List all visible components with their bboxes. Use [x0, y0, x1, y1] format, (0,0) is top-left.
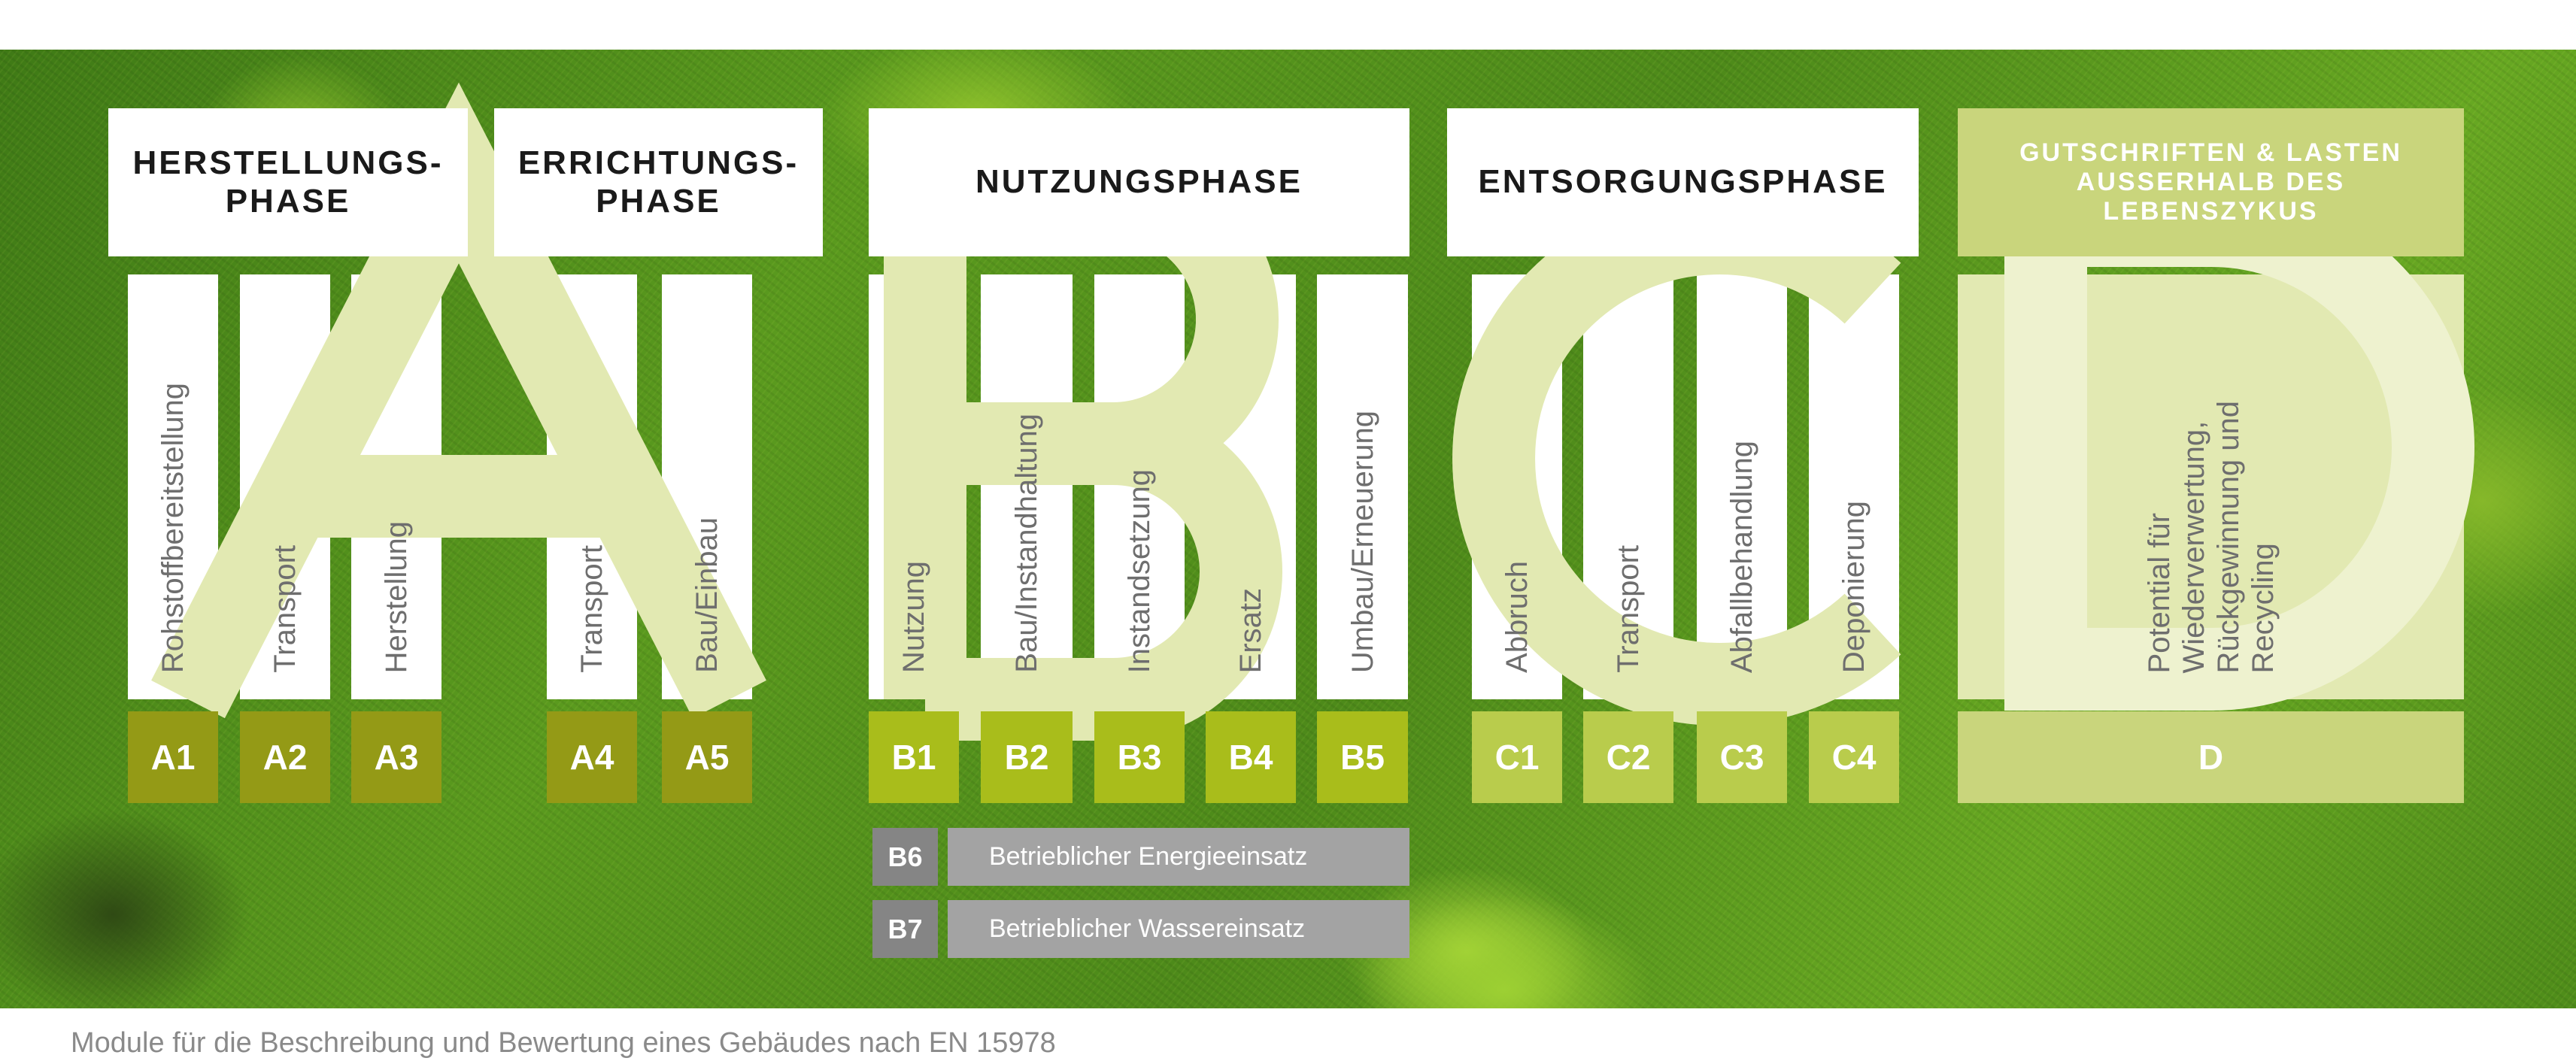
module-code-b1: B1	[869, 711, 959, 803]
module-label-wrap: Transport	[547, 274, 637, 673]
module-label-wrap: Abbruch	[1472, 274, 1562, 673]
module-label: Nutzung	[897, 561, 930, 673]
module-label-wrap: Umbau/Erneuerung	[1317, 274, 1408, 673]
module-code-b2: B2	[981, 711, 1073, 803]
module-label-wrap: Bau/Instandhaltung	[981, 274, 1073, 673]
module-label: Herstellung	[380, 520, 413, 673]
module-code-b4: B4	[1206, 711, 1296, 803]
module-label: Ersatz	[1234, 587, 1267, 673]
module-label-wrap: Herstellung	[351, 274, 441, 673]
module-label-wrap: Rohstoffbereitstellung	[128, 274, 218, 673]
module-label: Transport	[269, 545, 302, 673]
operational-code: B6	[872, 828, 938, 886]
module-label: Rohstoffbereitstellung	[156, 382, 190, 673]
module-label-wrap: Nutzung	[869, 274, 959, 673]
module-label: Abbruch	[1500, 561, 1534, 673]
module-label: Deponierung	[1837, 500, 1871, 673]
module-label-wrap: Ersatz	[1206, 274, 1296, 673]
phase-header-3: ENTSORGUNGSPHASE	[1447, 108, 1919, 256]
module-code-c3: C3	[1697, 711, 1787, 803]
module-code-c1: C1	[1472, 711, 1562, 803]
module-label: Abfallbehandlung	[1725, 440, 1758, 673]
module-label-wrap: Transport	[1583, 274, 1673, 673]
module-code-a4: A4	[547, 711, 637, 803]
module-label: Instandsetzung	[1123, 468, 1156, 673]
phase-header-2: NUTZUNGSPHASE	[869, 108, 1409, 256]
module-column-b5	[1317, 274, 1408, 699]
module-label-wrap: Transport	[240, 274, 330, 673]
module-label-wrap: Abfallbehandlung	[1697, 274, 1787, 673]
phase-header-0: HERSTELLUNGS- PHASE	[108, 108, 468, 256]
module-label: Transport	[1612, 545, 1645, 673]
module-code-a2: A2	[240, 711, 330, 803]
module-label-wrap: Deponierung	[1809, 274, 1899, 673]
operational-label: Betrieblicher Energieeinsatz	[948, 828, 1409, 886]
module-label: Umbau/Erneuerung	[1346, 410, 1379, 673]
module-label: Bau/Einbau	[690, 517, 724, 673]
module-label: Potential für Wiederverwertung, Rückgewi…	[2142, 400, 2280, 673]
module-label: Bau/Instandhaltung	[1010, 414, 1043, 673]
phase-header-4: GUTSCHRIFTEN & LASTEN AUSSERHALB DES LEB…	[1958, 108, 2464, 256]
module-code-c4: C4	[1809, 711, 1899, 803]
module-code-d: D	[1958, 711, 2464, 803]
module-code-a3: A3	[351, 711, 441, 803]
caption: Module für die Beschreibung und Bewertun…	[71, 1027, 1056, 1059]
module-code-a5: A5	[662, 711, 752, 803]
module-label: Transport	[575, 545, 608, 673]
module-code-a1: A1	[128, 711, 218, 803]
module-code-b3: B3	[1094, 711, 1185, 803]
operational-code: B7	[872, 900, 938, 958]
module-code-c2: C2	[1583, 711, 1673, 803]
module-label-wrap: Instandsetzung	[1094, 274, 1185, 673]
module-label-wrap: Bau/Einbau	[662, 274, 752, 673]
operational-label: Betrieblicher Wassereinsatz	[948, 900, 1409, 958]
module-code-b5: B5	[1317, 711, 1408, 803]
module-label-wrap: Potential für Wiederverwertung, Rückgewi…	[1958, 274, 2464, 673]
phase-header-1: ERRICHTUNGS- PHASE	[494, 108, 823, 256]
